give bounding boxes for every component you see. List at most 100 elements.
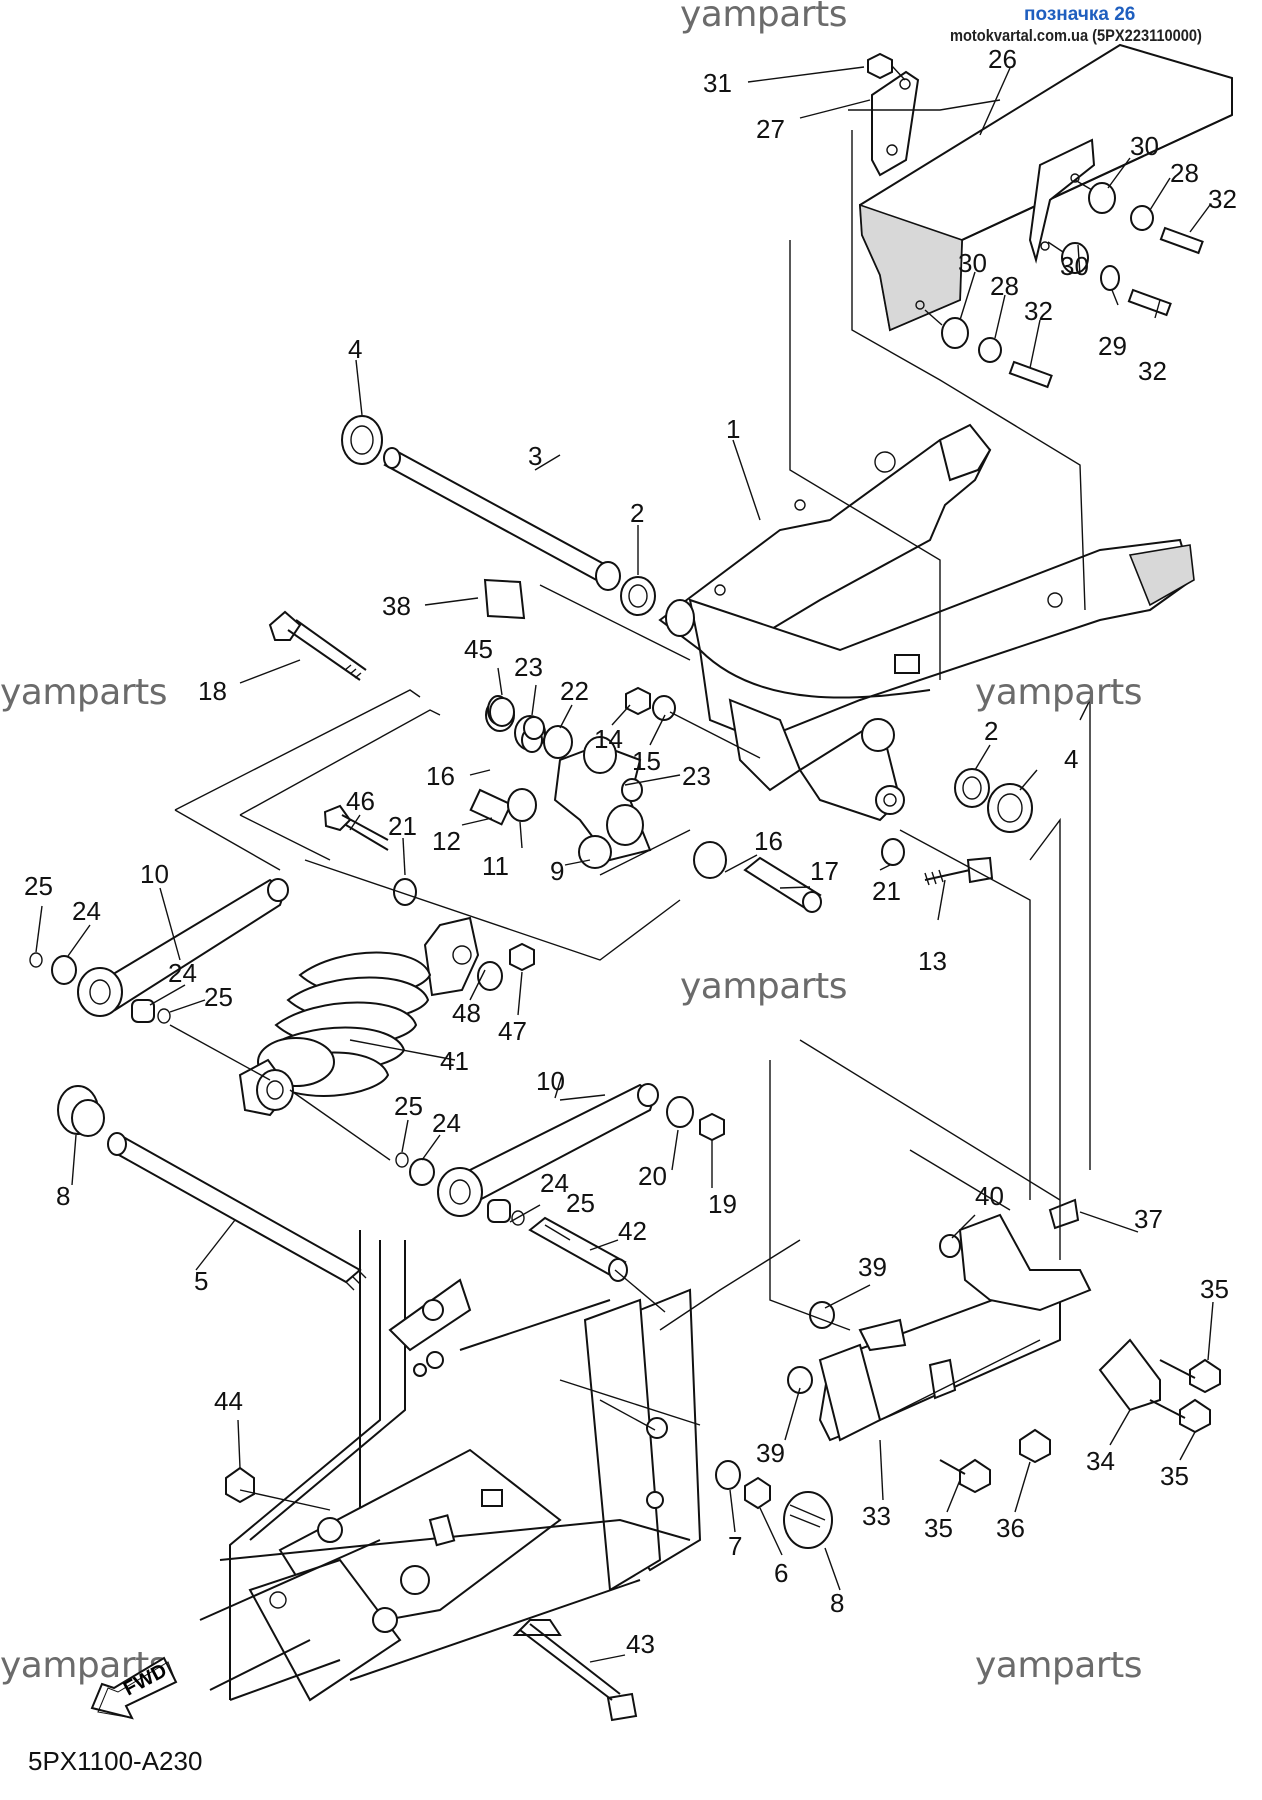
part-label: 48 (452, 998, 481, 1028)
part-label: 21 (872, 876, 901, 906)
part-label: 12 (432, 826, 461, 856)
chain-case-part-26 (858, 43, 1233, 332)
part-label: 45 (464, 634, 493, 664)
part-label: 23 (514, 652, 543, 682)
collar-part-8 (57, 1085, 105, 1137)
bearing-part-2 (620, 576, 990, 808)
part-label: 34 (1086, 1446, 1115, 1476)
shock-absorber-part-41 (238, 916, 535, 1117)
part-label: 21 (388, 811, 417, 841)
part-label: 4 (1064, 744, 1078, 774)
part-label: 25 (394, 1091, 423, 1121)
part-label: 28 (1170, 158, 1199, 188)
nut-part-31 (867, 52, 906, 81)
part-label: 37 (1134, 1204, 1163, 1234)
connecting-rod-part-10-upper (29, 878, 289, 1024)
nut-part-44 (225, 1466, 255, 1504)
part-label: 30 (1130, 131, 1159, 161)
part-label: 10 (140, 859, 169, 889)
part-label: 22 (560, 676, 589, 706)
watermark-text: yamparts (680, 966, 848, 1007)
watermark-text: yamparts (975, 1645, 1143, 1686)
fwd-arrow-icon: FWD (90, 1656, 178, 1720)
pivot-shaft-part-3 (383, 447, 621, 591)
part-label: 11 (482, 851, 509, 881)
part-label: 24 (540, 1168, 569, 1198)
part-label: 33 (862, 1501, 891, 1531)
chain-slider-part-37 (958, 1198, 1092, 1312)
bracket-part-27 (871, 70, 920, 177)
guard-part-34 (1098, 1338, 1161, 1412)
watermark-text: yamparts (680, 0, 848, 35)
part-label: 25 (204, 982, 233, 1012)
part-label: 24 (72, 896, 101, 926)
part-label: 46 (346, 786, 375, 816)
part-label: 42 (618, 1216, 647, 1246)
part-label: 25 (566, 1188, 595, 1218)
part-label: 28 (990, 271, 1019, 301)
part-label: 8 (56, 1181, 70, 1211)
part-labels: 31 27 26 30 28 32 30 28 32 30 29 32 4 3 … (24, 44, 1237, 1659)
part-label: 1 (726, 414, 740, 444)
part-label: 17 (810, 856, 839, 886)
label-plate-part-38 (483, 578, 526, 620)
swingarm-part-1 (658, 423, 1195, 822)
leader-lines (35, 66, 1214, 1663)
part-label: 35 (924, 1513, 953, 1543)
part-label: 31 (703, 68, 732, 98)
part-label: 43 (626, 1629, 655, 1659)
marker-label: позначка 26 (1024, 4, 1136, 25)
relay-arm-parts-9-16 (469, 695, 822, 913)
part-label: 32 (1024, 296, 1053, 326)
part-label: 10 (536, 1066, 565, 1096)
part-label: 23 (682, 761, 711, 791)
bolt-part-43 (512, 1619, 638, 1722)
part-label: 36 (996, 1513, 1025, 1543)
part-label: 30 (958, 248, 987, 278)
part-label: 19 (708, 1189, 737, 1219)
oil-seal-part-4b (987, 783, 1033, 833)
chain-guard-part-33 (818, 1288, 1061, 1442)
part-label: 47 (498, 1016, 527, 1046)
part-label: 24 (432, 1108, 461, 1138)
part-label: 2 (984, 716, 998, 746)
part-label: 9 (550, 856, 564, 886)
part-label: 30 (1060, 251, 1089, 281)
part-label: 5 (194, 1266, 208, 1296)
diagram-code: 5PX1100-A230 (28, 1746, 203, 1776)
part-label: 2 (630, 498, 644, 528)
assembly-lines (169, 99, 1091, 1511)
part-label: 8 (830, 1588, 844, 1618)
part-label: 4 (348, 334, 362, 364)
bolt-part-46 (323, 804, 389, 851)
source-caption: motokvartal.com.ua (5PX223110000) (950, 26, 1202, 45)
part-label: 3 (528, 441, 542, 471)
part-label: 35 (1200, 1274, 1229, 1304)
part-label: 27 (756, 114, 785, 144)
collars-and-bolts-28-32 (924, 179, 1204, 389)
collars-parts-22-23-45 (489, 686, 761, 802)
part-label: 44 (214, 1386, 243, 1416)
bolt-part-18 (268, 610, 367, 681)
part-label: 24 (168, 958, 197, 988)
part-label: 16 (426, 761, 455, 791)
part-label: 13 (918, 946, 947, 976)
washer-nut-cap-parts-6-7-8 (715, 1460, 833, 1549)
watermark-text: yamparts (0, 672, 168, 713)
part-label: 25 (24, 871, 53, 901)
part-label: 41 (440, 1046, 469, 1076)
bolts-part-35-36 (939, 1358, 1221, 1494)
part-label: 18 (198, 676, 227, 706)
part-label: 6 (774, 1558, 788, 1588)
part-label: 16 (754, 826, 783, 856)
part-label: 32 (1138, 356, 1167, 386)
shaft-part-5 (107, 1132, 367, 1291)
washer-part-21 (393, 838, 905, 906)
part-label: 20 (638, 1161, 667, 1191)
part-label: 35 (1160, 1461, 1189, 1491)
part-label: 39 (756, 1438, 785, 1468)
pipe-part-42 (528, 1216, 628, 1282)
connecting-rod-part-10-lower (395, 1083, 725, 1226)
part-label: 15 (632, 746, 661, 776)
